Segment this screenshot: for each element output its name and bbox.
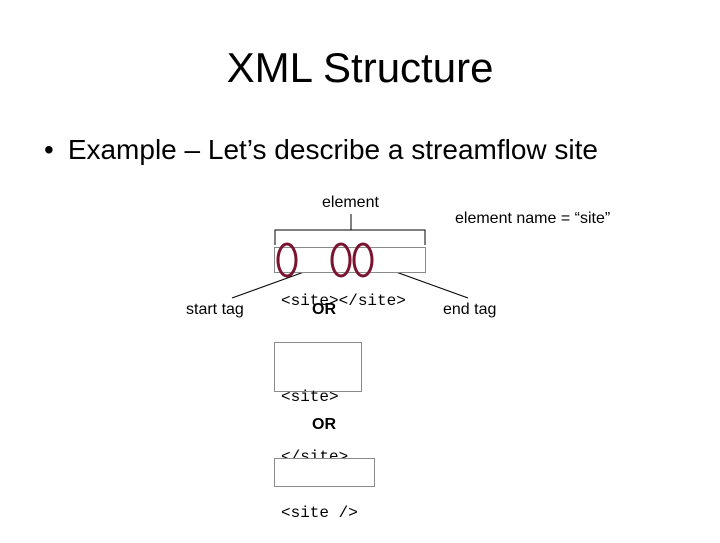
bullet-text: Example – Let’s describe a streamflow si…	[67, 134, 598, 165]
slide-title: XML Structure	[226, 44, 494, 91]
bullet-item: • Example – Let’s describe a streamflow s…	[44, 130, 598, 170]
element-name-label: element name = “site”	[455, 210, 611, 227]
highlight-circle-end-open	[352, 242, 374, 278]
multiline-open-tag: <site>	[281, 388, 339, 406]
element-bracket	[274, 229, 426, 245]
start-tag-pointer	[231, 271, 305, 299]
bullet-dot: •	[44, 134, 54, 165]
highlight-circle-start-close	[330, 242, 352, 278]
or-label-1: OR	[312, 301, 336, 318]
or-label-2: OR	[312, 416, 336, 433]
empty-element-example: <site />	[274, 458, 375, 522]
inline-element-code: <site></site>	[281, 292, 406, 310]
highlight-circle-start-open	[276, 242, 298, 278]
start-tag-label: start tag	[186, 301, 244, 318]
empty-element-code: <site />	[281, 504, 358, 522]
end-tag-label: end tag	[443, 301, 497, 318]
multiline-element-example: <site> </site>	[274, 342, 362, 466]
element-label: element	[322, 194, 379, 211]
end-tag-pointer	[395, 271, 469, 299]
